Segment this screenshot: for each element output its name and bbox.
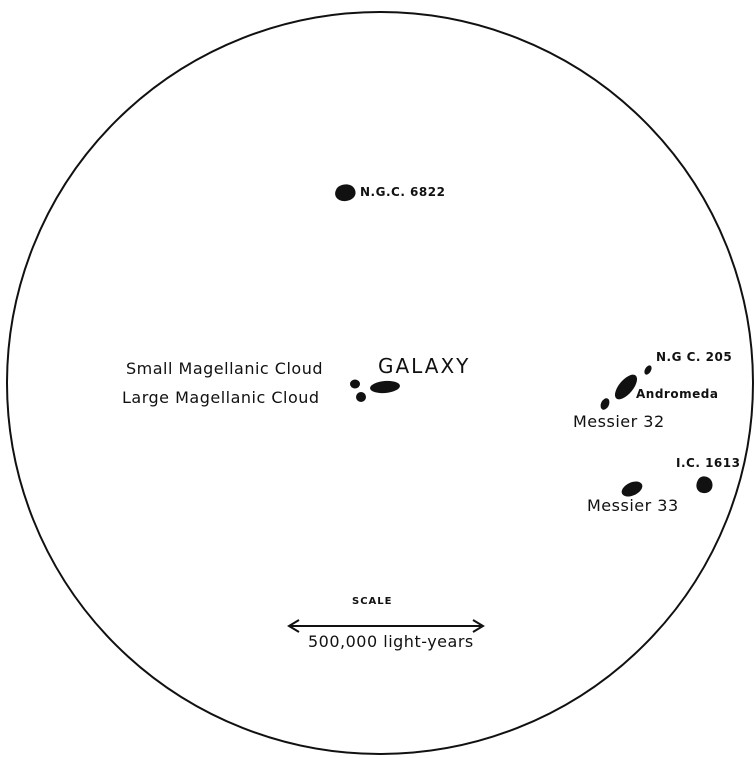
messier33-blob [621, 481, 643, 497]
galaxy-blob [370, 380, 400, 394]
boundary-circle [6, 11, 754, 755]
small-magellanic-label: Small Magellanic Cloud [126, 359, 323, 378]
scale-title: SCALE [352, 596, 393, 607]
ic1613-label: I.C. 1613 [676, 456, 741, 470]
scale-label: 500,000 light-years [308, 632, 474, 651]
andromeda-label: Andromeda [636, 387, 719, 401]
messier32-label: Messier 32 [573, 412, 665, 431]
ic1613-blob [696, 476, 713, 494]
small-magellanic-blob [350, 379, 360, 389]
ngc205-blob [644, 365, 652, 375]
messier32-blob [600, 398, 610, 410]
large-magellanic-blob [356, 392, 366, 402]
andromeda-blob [614, 374, 638, 400]
ngc6822-blob [335, 184, 356, 202]
large-magellanic-label: Large Magellanic Cloud [122, 388, 320, 407]
galaxy-label: GALAXY [378, 354, 471, 378]
ngc205-label: N.G C. 205 [656, 350, 733, 364]
messier33-label: Messier 33 [587, 496, 679, 515]
scale-arrow [287, 619, 485, 633]
ngc6822-label: N.G.C. 6822 [360, 185, 446, 199]
